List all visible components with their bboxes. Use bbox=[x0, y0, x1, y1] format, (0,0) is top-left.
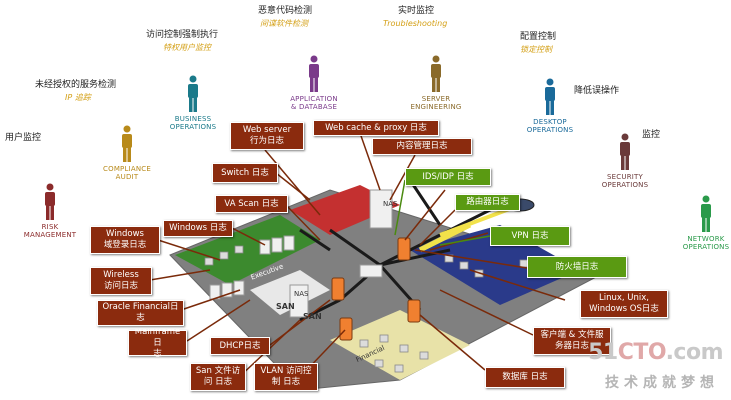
role-server-engineering: SERVER ENGINEERING bbox=[386, 55, 486, 111]
role-title: RISK MANAGEMENT bbox=[23, 223, 77, 239]
log-box-content-mgmt: 内容管理日志 bbox=[372, 138, 472, 155]
log-box-firewall: 防火墙日志 bbox=[527, 256, 627, 278]
person-icon bbox=[545, 78, 555, 115]
person-icon bbox=[701, 195, 711, 232]
watermark-brand-c: .com bbox=[665, 340, 724, 365]
label-config-sub: 锁定控制 bbox=[520, 45, 552, 54]
person-icon bbox=[431, 55, 441, 92]
leader-lines-green bbox=[394, 179, 491, 246]
log-box-mainframe: Mainframe日 志 bbox=[128, 327, 187, 359]
label-malware: 恶意代码检测 bbox=[258, 6, 313, 16]
label-unauth-service: 未经授权的服务检测 bbox=[35, 80, 117, 90]
watermark-brand-b: CTO bbox=[617, 340, 666, 365]
log-box-wireless: Wireless 访问日志 bbox=[90, 267, 152, 295]
log-box-ids: IDS/IDP 日志 bbox=[405, 168, 491, 186]
role-title: APPLICATION & DATABASE bbox=[290, 95, 338, 111]
person-icon bbox=[620, 133, 630, 170]
role-application-database: APPLICATION & DATABASE bbox=[264, 55, 364, 111]
person-icon bbox=[45, 183, 55, 220]
label-monitor: 监控 bbox=[642, 130, 661, 140]
leader-lines bbox=[149, 132, 566, 379]
zone-label-san-1: SAN bbox=[276, 302, 295, 311]
label-realtime-sub: Troubleshooting bbox=[383, 19, 448, 28]
role-network-operations: NETWORK OPERATIONS bbox=[656, 195, 731, 251]
zone-label-san-2: SAN bbox=[303, 312, 322, 321]
label-access-control-sub: 特权用户监控 bbox=[163, 43, 211, 52]
role-desktop-operations: DESKTOP OPERATIONS bbox=[500, 78, 600, 134]
log-box-windows-domain: Windows 域登录日志 bbox=[90, 226, 160, 254]
log-box-database: 数据库 日志 bbox=[485, 367, 565, 388]
label-config: 配置控制 bbox=[520, 32, 557, 42]
role-title: SECURITY OPERATIONS bbox=[601, 173, 649, 189]
appliances bbox=[331, 237, 421, 341]
role-title: SERVER ENGINEERING bbox=[410, 95, 462, 111]
person-icon bbox=[309, 55, 319, 92]
watermark-brand: 51CTO.com bbox=[588, 340, 723, 365]
log-box-vlan: VLAN 访问控 制 日志 bbox=[254, 363, 318, 391]
watermark-slogan: 技术成就梦想 bbox=[605, 375, 719, 391]
log-box-san: San 文件访 问 日志 bbox=[190, 363, 246, 391]
label-unauth-service-sub: IP 追踪 bbox=[65, 93, 91, 102]
role-title: BUSINESS OPERATIONS bbox=[169, 115, 217, 131]
person-icon bbox=[122, 125, 132, 162]
log-box-windows: Windows 日志 bbox=[163, 220, 233, 237]
log-box-vpn: VPN 日志 bbox=[490, 226, 570, 246]
yellow-link bbox=[418, 222, 472, 253]
role-compliance-audit: COMPLIANCE AUDIT bbox=[77, 125, 177, 181]
label-access-control: 访问控制强制执行 bbox=[146, 30, 219, 40]
log-box-va-scan: VA Scan 日志 bbox=[215, 195, 288, 213]
executive-zone bbox=[175, 215, 320, 285]
label-reduce-ops: 降低误操作 bbox=[574, 86, 620, 96]
log-box-web-server: Web server 行为日志 bbox=[230, 122, 304, 150]
zone-label-nas-1: NAS bbox=[383, 200, 398, 208]
zone-label-nas-2: NAS bbox=[294, 290, 309, 298]
role-title: DESKTOP OPERATIONS bbox=[526, 118, 574, 134]
role-title: NETWORK OPERATIONS bbox=[682, 235, 730, 251]
log-box-router: 路由器日志 bbox=[455, 194, 520, 211]
label-malware-sub: 间谍软件检测 bbox=[260, 19, 308, 28]
role-security-operations: SECURITY OPERATIONS bbox=[575, 133, 675, 189]
log-box-oracle: Oracle Financial日 志 bbox=[97, 300, 184, 326]
log-box-web-cache: Web cache & proxy 日志 bbox=[313, 120, 439, 136]
role-business-operations: BUSINESS OPERATIONS bbox=[143, 75, 243, 131]
desktop-zone-blue bbox=[410, 225, 580, 305]
role-title: COMPLIANCE AUDIT bbox=[103, 165, 151, 181]
label-realtime: 实时监控 bbox=[398, 6, 435, 16]
label-user-monitor: 用户监控 bbox=[5, 133, 42, 143]
log-box-linux: Linux, Unix, Windows OS日志 bbox=[580, 290, 668, 318]
log-box-dhcp: DHCP日志 bbox=[210, 337, 270, 355]
log-box-client-file: 客户端 & 文件服 务器日志 bbox=[533, 327, 611, 355]
log-box-switch: Switch 日志 bbox=[212, 163, 278, 183]
role-risk-management: RISK MANAGEMENT bbox=[0, 183, 100, 239]
watermark-brand-a: 51 bbox=[588, 340, 618, 365]
person-icon bbox=[188, 75, 198, 112]
